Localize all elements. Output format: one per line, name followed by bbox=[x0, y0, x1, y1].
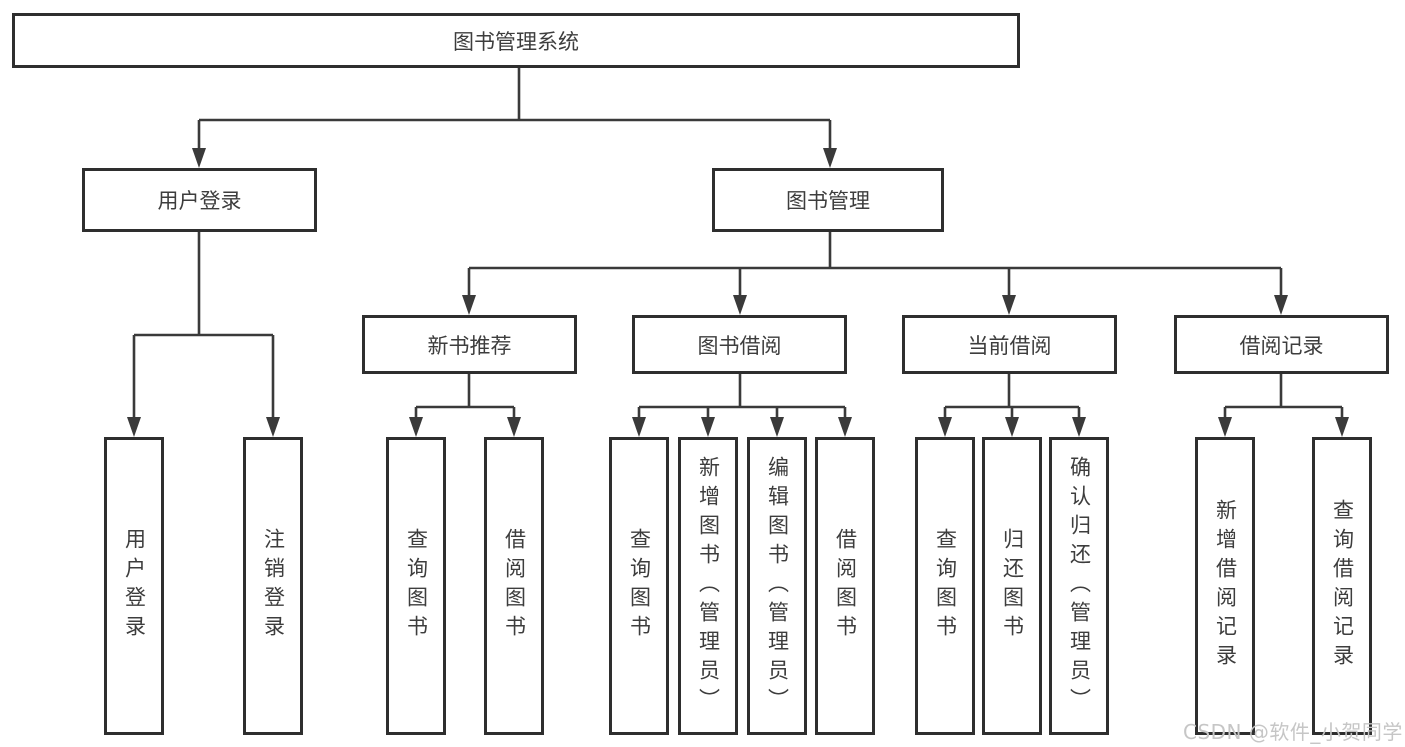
node-label: 借阅图书 bbox=[833, 528, 858, 644]
node-label: 新书推荐 bbox=[427, 333, 512, 358]
leaf-borrow-books-recommend: 借阅图书 bbox=[484, 437, 544, 735]
node-book-management: 图书管理 bbox=[712, 168, 944, 232]
arrow-icon bbox=[1274, 295, 1288, 315]
node-label: 用户登录 bbox=[157, 189, 242, 213]
leaf-add-borrow-record: 新增借阅记录 bbox=[1195, 437, 1255, 735]
node-new-book-recommend: 新书推荐 bbox=[362, 315, 577, 374]
node-label: 注销登录 bbox=[261, 528, 286, 644]
arrow-icon bbox=[462, 295, 476, 315]
csdn-watermark: CSDN @软件_小贺同学 bbox=[1183, 720, 1403, 744]
connector-currentborrow-to-leaves bbox=[943, 374, 1081, 422]
node-label: 新增借阅记录 bbox=[1213, 499, 1238, 673]
connector-userlogin-to-leaves bbox=[132, 232, 275, 421]
leaf-query-books-recommend: 查询图书 bbox=[386, 437, 446, 735]
leaf-query-books-current: 查询图书 bbox=[915, 437, 975, 735]
node-label: 查询图书 bbox=[933, 528, 958, 644]
arrow-icon bbox=[1005, 417, 1019, 437]
leaf-user-login: 用户登录 bbox=[104, 437, 164, 735]
leaf-return-book: 归还图书 bbox=[982, 437, 1042, 735]
arrow-icon bbox=[1218, 417, 1232, 437]
leaf-add-book-admin: 新增图书（管理员） bbox=[678, 437, 738, 735]
arrow-icon bbox=[938, 417, 952, 437]
node-label: 确认归还（管理员） bbox=[1067, 455, 1092, 717]
node-label: 借阅记录 bbox=[1239, 333, 1324, 358]
node-borrowing-records: 借阅记录 bbox=[1174, 315, 1389, 374]
node-root-library-system: 图书管理系统 bbox=[12, 13, 1020, 68]
arrow-icon bbox=[1072, 417, 1086, 437]
arrowheads bbox=[127, 148, 1349, 437]
node-label: 新增图书（管理员） bbox=[696, 455, 721, 717]
arrow-icon bbox=[701, 417, 715, 437]
arrow-icon bbox=[823, 148, 837, 168]
node-label: 图书借阅 bbox=[697, 333, 782, 358]
leaf-borrow-books: 借阅图书 bbox=[815, 437, 875, 735]
leaf-edit-book-admin: 编辑图书（管理员） bbox=[747, 437, 807, 735]
leaf-confirm-return-admin: 确认归还（管理员） bbox=[1049, 437, 1109, 735]
node-label: 查询图书 bbox=[404, 528, 429, 644]
connector-bookborrow-to-leaves bbox=[637, 374, 847, 422]
node-label: 编辑图书（管理员） bbox=[765, 455, 790, 717]
connector-borrowrecords-to-leaves bbox=[1223, 374, 1344, 422]
node-user-login: 用户登录 bbox=[82, 168, 317, 232]
node-label: 归还图书 bbox=[1000, 528, 1025, 644]
arrow-icon bbox=[409, 417, 423, 437]
arrow-icon bbox=[838, 417, 852, 437]
node-label: 图书管理 bbox=[786, 189, 870, 213]
arrow-icon bbox=[266, 417, 280, 437]
node-label: 图书管理系统 bbox=[453, 29, 579, 54]
arrow-icon bbox=[127, 417, 141, 437]
arrow-icon bbox=[507, 417, 521, 437]
node-label: 用户登录 bbox=[122, 528, 147, 644]
leaf-query-borrow-record: 查询借阅记录 bbox=[1312, 437, 1372, 735]
arrow-icon bbox=[1002, 295, 1016, 315]
connector-root-to-level2 bbox=[197, 68, 832, 152]
arrow-icon bbox=[770, 417, 784, 437]
node-current-borrowing: 当前借阅 bbox=[902, 315, 1117, 374]
connector-bookmgmt-to-level3 bbox=[467, 232, 1283, 300]
arrow-icon bbox=[632, 417, 646, 437]
arrow-icon bbox=[1335, 417, 1349, 437]
connector-newbookrec-to-leaves bbox=[414, 374, 516, 422]
node-label: 查询借阅记录 bbox=[1330, 499, 1355, 673]
arrow-icon bbox=[192, 148, 206, 168]
node-label: 当前借阅 bbox=[967, 333, 1052, 358]
node-label: 借阅图书 bbox=[502, 528, 527, 644]
leaf-logout: 注销登录 bbox=[243, 437, 303, 735]
node-label: 查询图书 bbox=[627, 528, 652, 644]
node-book-borrowing: 图书借阅 bbox=[632, 315, 847, 374]
leaf-query-books-borrow: 查询图书 bbox=[609, 437, 669, 735]
arrow-icon bbox=[733, 295, 747, 315]
